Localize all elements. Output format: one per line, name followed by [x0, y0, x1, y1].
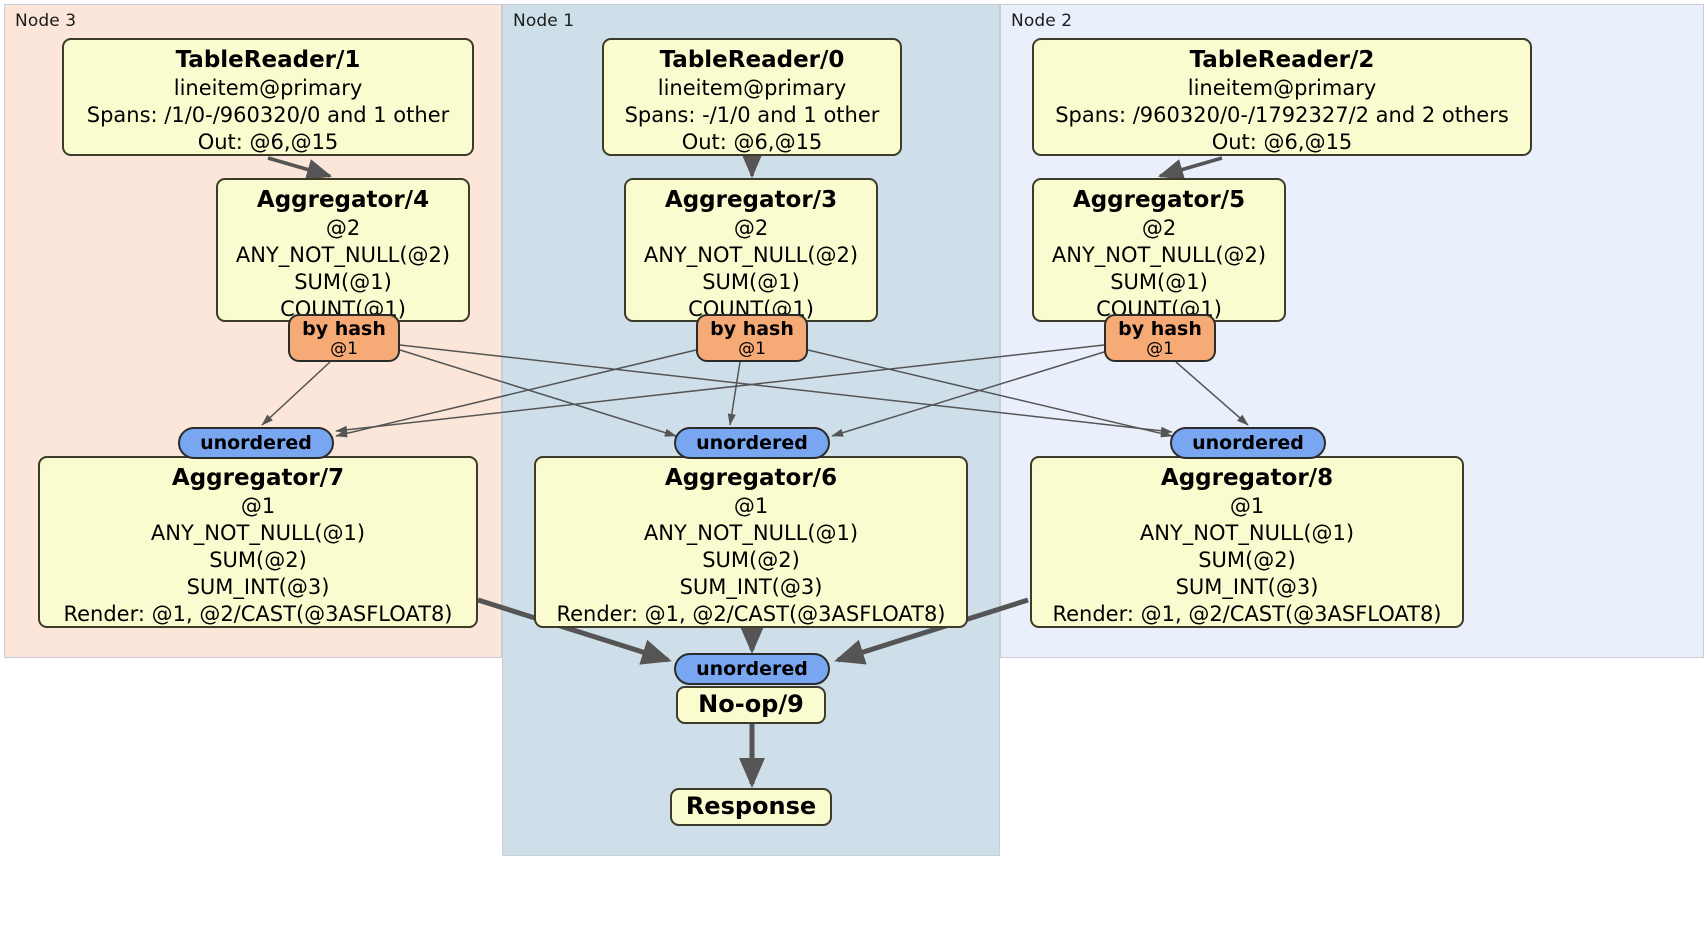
processor-title: TableReader/0: [659, 47, 845, 73]
processor-title: Aggregator/8: [1160, 465, 1334, 491]
processor-detail-line: ANY_NOT_NULL(@1): [643, 521, 859, 546]
processor-box-response[interactable]: Response: [670, 788, 832, 826]
processor-detail-line: SUM(@1): [294, 270, 392, 295]
processor-title: Aggregator/3: [664, 187, 838, 213]
stream-label: by hash: [710, 317, 794, 340]
processor-detail-line: @1: [240, 494, 276, 519]
processor-detail-line: Spans: /960320/0-/1792327/2 and 2 others: [1055, 103, 1509, 128]
stream-unordered-sync-final[interactable]: unordered: [674, 653, 830, 685]
processor-box-noop9[interactable]: No-op/9: [676, 686, 826, 724]
stream-hash-hash-right[interactable]: by hash@1: [1104, 314, 1216, 362]
processor-detail-line: @2: [325, 216, 361, 241]
stream-hash-hash-mid[interactable]: by hash@1: [696, 314, 808, 362]
processor-title: Aggregator/6: [664, 465, 838, 491]
processor-title: Aggregator/4: [256, 187, 430, 213]
processor-title: Aggregator/7: [171, 465, 345, 491]
stream-label: by hash: [302, 317, 386, 340]
processor-detail-line: Out: @6,@15: [681, 130, 823, 155]
stream-label: unordered: [1192, 431, 1304, 454]
stream-unordered-sync-right[interactable]: unordered: [1170, 427, 1326, 459]
processor-detail-line: ANY_NOT_NULL(@1): [150, 521, 366, 546]
processor-detail-line: ANY_NOT_NULL(@2): [235, 243, 451, 268]
stream-unordered-sync-left[interactable]: unordered: [178, 427, 334, 459]
processor-detail-line: SUM(@1): [1110, 270, 1208, 295]
processor-detail-line: SUM_INT(@3): [679, 574, 823, 599]
stream-hash-hash-left[interactable]: by hash@1: [288, 314, 400, 362]
processor-detail-line: Spans: -/1/0 and 1 other: [624, 103, 880, 128]
processor-detail-line: @1: [733, 494, 769, 519]
node-region-label-node2: Node 2: [1011, 11, 1073, 31]
processor-detail-line: lineitem@primary: [657, 76, 847, 101]
node-region-label-node3: Node 3: [15, 11, 77, 31]
processor-detail-line: Spans: /1/0-/960320/0 and 1 other: [86, 103, 450, 128]
stream-label: unordered: [696, 431, 808, 454]
processor-detail-line: lineitem@primary: [173, 76, 363, 101]
stream-unordered-sync-mid[interactable]: unordered: [674, 427, 830, 459]
processor-detail-line: SUM(@2): [702, 548, 800, 573]
processor-detail-line: Render: @1, @2/CAST(@3ASFLOAT8): [1052, 601, 1442, 626]
processor-detail-line: lineitem@primary: [1187, 76, 1377, 101]
processor-title: Aggregator/5: [1072, 187, 1246, 213]
processor-detail-line: SUM(@2): [209, 548, 307, 573]
processor-title: No-op/9: [698, 690, 804, 719]
processor-detail-line: SUM_INT(@3): [1175, 574, 1319, 599]
processor-detail-line: ANY_NOT_NULL(@1): [1139, 521, 1355, 546]
stream-sublabel: @1: [330, 339, 358, 360]
processor-detail-line: ANY_NOT_NULL(@2): [1051, 243, 1267, 268]
processor-detail-line: Out: @6,@15: [197, 130, 339, 155]
processor-detail-line: Render: @1, @2/CAST(@3ASFLOAT8): [556, 601, 946, 626]
processor-detail-line: SUM(@1): [702, 270, 800, 295]
processor-title: TableReader/1: [175, 47, 361, 73]
stream-label: unordered: [696, 657, 808, 680]
node-region-label-node1: Node 1: [513, 11, 575, 31]
processor-detail-line: @2: [1141, 216, 1177, 241]
processor-detail-line: Render: @1, @2/CAST(@3ASFLOAT8): [63, 601, 453, 626]
stream-label: by hash: [1118, 317, 1202, 340]
processor-detail-line: SUM(@2): [1198, 548, 1296, 573]
processor-title: Response: [685, 792, 817, 821]
processor-detail-line: ANY_NOT_NULL(@2): [643, 243, 859, 268]
stream-label: unordered: [200, 431, 312, 454]
stream-sublabel: @1: [1146, 339, 1174, 360]
stream-sublabel: @1: [738, 339, 766, 360]
processor-detail-line: SUM_INT(@3): [186, 574, 330, 599]
processor-detail-line: @2: [733, 216, 769, 241]
processor-detail-line: @1: [1229, 494, 1265, 519]
processor-detail-line: Out: @6,@15: [1211, 130, 1353, 155]
processor-title: TableReader/2: [1189, 47, 1375, 73]
